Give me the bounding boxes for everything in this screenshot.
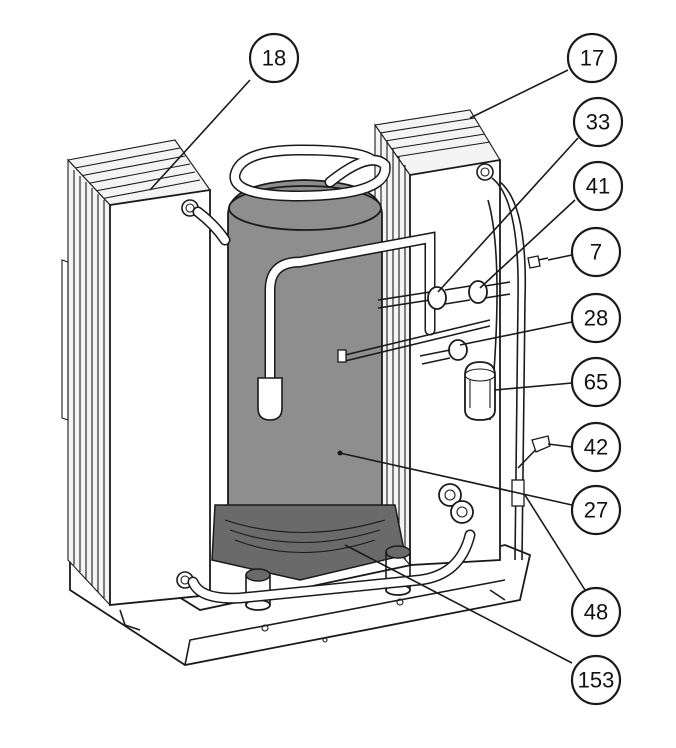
callout-27: 27 [570, 484, 622, 536]
svg-text:41: 41 [586, 174, 610, 199]
svg-text:153: 153 [578, 668, 615, 693]
left-condenser-coil [61, 139, 211, 607]
filter-drier [464, 361, 496, 421]
service-valves [377, 255, 549, 365]
pipework [187, 144, 527, 604]
callout-28: 28 [570, 292, 622, 344]
callout-65: 65 [570, 356, 622, 408]
svg-text:18: 18 [262, 46, 286, 71]
svg-text:27: 27 [584, 498, 608, 523]
svg-text:65: 65 [584, 370, 608, 395]
access-fitting [517, 435, 551, 469]
callout-18: 18 [248, 32, 300, 84]
svg-text:28: 28 [584, 306, 608, 331]
svg-text:17: 17 [580, 46, 604, 71]
callout-41: 41 [572, 160, 624, 212]
svg-text:42: 42 [584, 435, 608, 460]
callout-7: 7 [570, 226, 622, 278]
callout-33: 33 [572, 96, 624, 148]
svg-text:48: 48 [584, 600, 608, 625]
right-condenser-coil [374, 109, 501, 567]
callout-153: 153 [570, 654, 622, 706]
callout-42: 42 [570, 421, 622, 473]
svg-text:7: 7 [590, 240, 602, 265]
callout-17: 17 [566, 32, 618, 84]
leader-lines [149, 69, 586, 664]
svg-text:33: 33 [586, 110, 610, 135]
callout-48: 48 [570, 586, 622, 638]
